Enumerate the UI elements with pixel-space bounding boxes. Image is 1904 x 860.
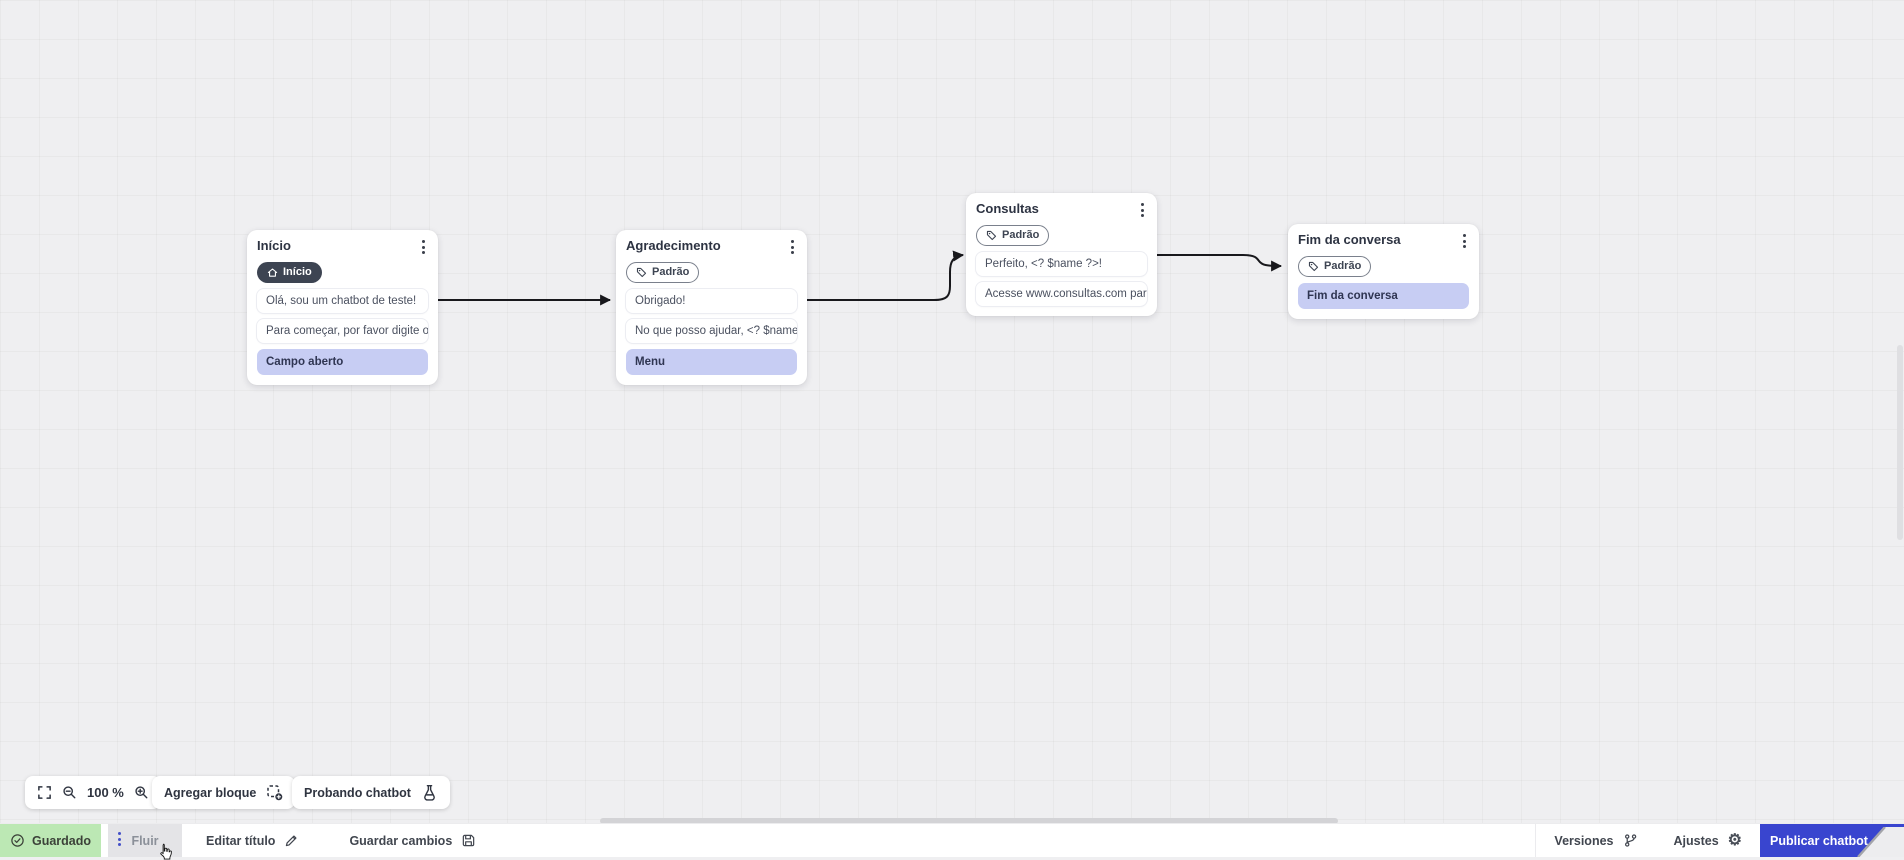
flow-node-agradecimento[interactable]: Agradecimento Padrão Obrigado! No que po…: [616, 230, 807, 385]
node-menu-icon[interactable]: [788, 238, 797, 256]
badge-label: Padrão: [1324, 260, 1362, 272]
node-message[interactable]: No que posso ajudar, <? $name ...: [626, 319, 797, 343]
tag-icon: [986, 230, 997, 241]
badge-label: Início: [283, 266, 312, 278]
node-menu-icon[interactable]: [1460, 232, 1469, 250]
zoom-level: 100 %: [87, 785, 124, 800]
zoom-out-button[interactable]: [62, 785, 77, 800]
bottom-bar-right: Versiones Ajustes ⚙ Publicar chatbot: [1535, 824, 1904, 857]
add-block-label: Agregar bloque: [164, 785, 257, 800]
add-block-button[interactable]: Agregar bloque: [152, 776, 296, 809]
node-message[interactable]: Olá, sou um chatbot de teste!: [257, 289, 428, 313]
connector-consultas-fim: [1157, 254, 1283, 272]
zoom-in-button[interactable]: [134, 785, 149, 800]
mouse-cursor: [159, 843, 172, 860]
saved-status-label: Guardado: [31, 833, 92, 848]
segment-gap: [101, 824, 108, 857]
check-circle-icon: [11, 834, 24, 847]
fullscreen-icon: [38, 786, 51, 799]
node-type-badge: Padrão: [976, 225, 1050, 246]
settings-label: Ajustes: [1673, 833, 1719, 848]
settings-button[interactable]: Ajustes ⚙: [1656, 824, 1761, 857]
edit-title-button[interactable]: Editar título: [188, 824, 317, 857]
node-action[interactable]: Menu: [626, 349, 797, 375]
node-message[interactable]: Para começar, por favor digite o ...: [257, 319, 428, 343]
edit-title-label: Editar título: [206, 833, 276, 848]
bottom-bar: Guardado Fluir Editar título Guardar cam…: [0, 823, 1904, 857]
save-changes-button[interactable]: Guardar cambios: [331, 824, 494, 857]
node-type-badge: Padrão: [1298, 256, 1372, 277]
node-menu-icon[interactable]: [419, 238, 428, 256]
pencil-icon: [286, 835, 297, 847]
connector-agradecimento-consultas: [807, 250, 965, 301]
flask-icon: [424, 784, 435, 801]
node-type-badge: Início: [257, 262, 322, 283]
node-title: Fim da conversa: [1298, 232, 1401, 247]
saved-status-badge: Guardado: [0, 824, 101, 857]
test-chatbot-label: Probando chatbot: [304, 785, 411, 800]
node-menu-icon[interactable]: [1138, 201, 1147, 219]
save-icon: [463, 834, 475, 847]
badge-label: Padrão: [1002, 229, 1040, 241]
versions-label: Versiones: [1554, 833, 1614, 848]
gear-icon: ⚙: [1727, 831, 1742, 849]
branch-icon: [1624, 834, 1636, 847]
fullscreen-button[interactable]: [37, 785, 52, 800]
node-title: Consultas: [976, 201, 1039, 216]
zoom-toolbar: 100 %: [25, 776, 161, 809]
flow-node-fim-da-conversa[interactable]: Fim da conversa Padrão Fim da conversa: [1288, 224, 1479, 319]
tag-icon: [636, 267, 647, 278]
flow-canvas[interactable]: Início Início Olá, sou um chatbot de tes…: [0, 0, 1904, 824]
flow-node-inicio[interactable]: Início Início Olá, sou um chatbot de tes…: [247, 230, 438, 385]
node-action[interactable]: Fim da conversa: [1298, 283, 1469, 309]
node-message[interactable]: Obrigado!: [626, 289, 797, 313]
screen-corner-fold: [1856, 827, 1904, 857]
node-title: Agradecimento: [626, 238, 721, 253]
flow-tab-kebab-icon[interactable]: [118, 832, 121, 846]
node-message[interactable]: Perfeito, <? $name ?>!: [976, 252, 1147, 276]
flow-node-consultas[interactable]: Consultas Padrão Perfeito, <? $name ?>! …: [966, 193, 1157, 316]
flow-tab-label: Fluir: [131, 833, 159, 848]
horizontal-scrollbar[interactable]: [600, 818, 1338, 824]
add-block-icon: [267, 785, 283, 801]
zoom-in-icon: [135, 786, 148, 799]
zoom-out-icon: [63, 786, 76, 799]
node-action[interactable]: Campo aberto: [257, 349, 428, 375]
versions-button[interactable]: Versiones: [1536, 824, 1655, 857]
node-message[interactable]: Acesse www.consultas.com par...: [976, 282, 1147, 306]
home-icon: [267, 268, 278, 277]
node-title: Início: [257, 238, 291, 253]
publish-chatbot-label: Publicar chatbot: [1770, 833, 1868, 848]
badge-label: Padrão: [652, 266, 690, 278]
vertical-scrollbar[interactable]: [1897, 345, 1903, 540]
tag-icon: [1308, 261, 1319, 272]
save-changes-label: Guardar cambios: [349, 833, 453, 848]
node-type-badge: Padrão: [626, 262, 700, 283]
test-chatbot-button[interactable]: Probando chatbot: [292, 776, 450, 809]
